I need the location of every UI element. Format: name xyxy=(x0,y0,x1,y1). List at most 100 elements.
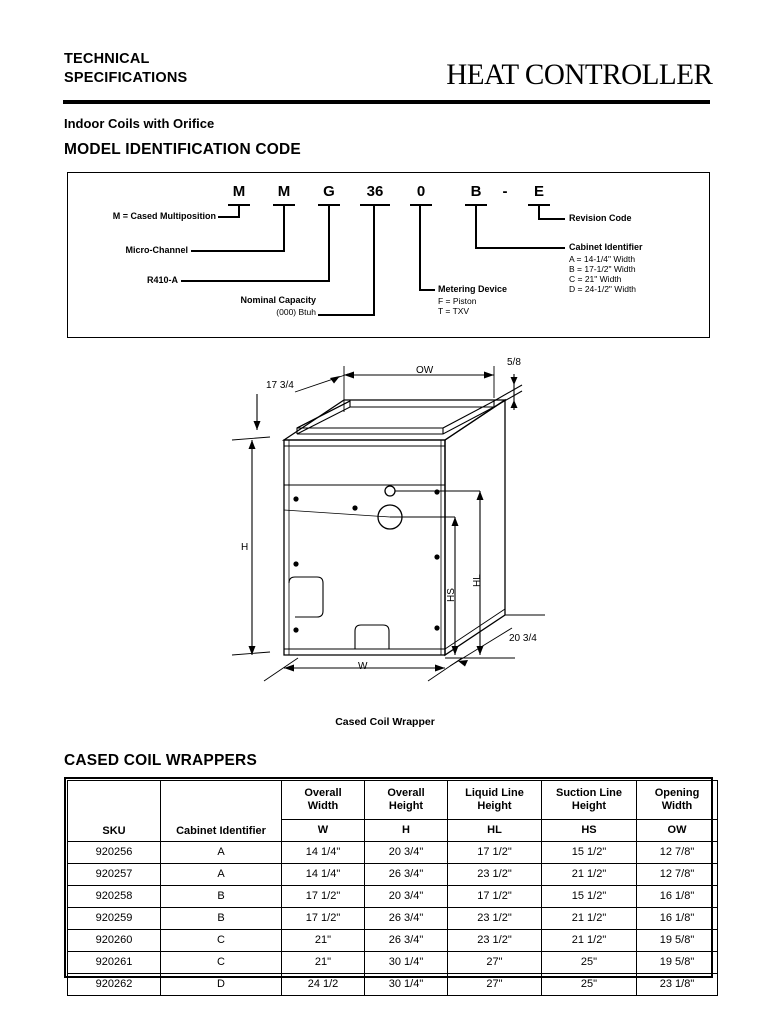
header-liquid-line-height-l1: Liquid Line xyxy=(465,786,524,799)
cabinet-bottom-rail-side xyxy=(444,608,506,650)
code-char-7: E xyxy=(533,183,544,200)
header-overall-width: Overall Width xyxy=(281,780,365,820)
cell-h: 26 3/4" xyxy=(364,907,448,930)
header-opening-width-l2: Width xyxy=(661,800,693,812)
cell-hl: 23 1/2" xyxy=(447,907,542,930)
code-char-3: 36 xyxy=(366,183,384,200)
cell-ow: 23 1/8" xyxy=(636,973,718,996)
leader-line-cabinet-v xyxy=(475,205,477,248)
header-opening-width: Opening Width xyxy=(636,780,718,820)
dim-arrow-w-right xyxy=(435,664,445,672)
header-symbol-w: W xyxy=(281,819,365,842)
brand-logo: HEAT CONTROLLER xyxy=(445,58,713,91)
header-symbol-hl: HL xyxy=(447,819,542,842)
cell-hs: 25" xyxy=(541,973,637,996)
header-symbol-ow: OW xyxy=(636,819,718,842)
dim-label-hl: HL xyxy=(472,574,483,587)
cell-cabinet: A xyxy=(160,841,282,864)
cell-h: 30 1/4" xyxy=(364,973,448,996)
cell-sku: 920259 xyxy=(67,907,161,930)
table-head: SKU Cabinet Identifier Overall Width Ove… xyxy=(67,780,718,842)
dim-label-w: W xyxy=(358,661,368,672)
knockout-bottom xyxy=(354,624,390,649)
cell-cabinet: D xyxy=(160,973,282,996)
dim-arrow-depth-top2 xyxy=(330,376,340,384)
cell-hl: 17 1/2" xyxy=(447,885,542,908)
leader-line-revision-v xyxy=(538,205,540,219)
cell-ow: 12 7/8" xyxy=(636,863,718,886)
dim-arrow-hs-bottom xyxy=(451,646,459,655)
dim-label-depth-side: 20 3/4 xyxy=(509,633,537,644)
label-cabinet-option-d: D = 24-1/2" Width xyxy=(569,284,637,294)
cell-cabinet: B xyxy=(160,907,282,930)
page-subtitle: Indoor Coils with Orifice xyxy=(64,116,215,131)
label-cabinet-identifier: Cabinet Identifier xyxy=(569,242,643,252)
cell-hl: 27" xyxy=(447,973,542,996)
cell-sku: 920256 xyxy=(67,841,161,864)
table-row: 920261 C 21" 30 1/4" 27" 25" 19 5/8" xyxy=(67,951,718,974)
cabinet-top-rim-right xyxy=(442,400,495,434)
leader-line-metering-h xyxy=(419,289,435,291)
dim-arrow-h-top xyxy=(248,440,256,449)
label-micro-channel: Micro-Channel xyxy=(125,245,188,255)
leader-line-metering-v xyxy=(419,205,421,290)
leader-line-microchannel-h xyxy=(191,250,285,252)
cell-sku: 920262 xyxy=(67,973,161,996)
dim-arrow-ow-right xyxy=(484,371,494,379)
cell-hs: 15 1/2" xyxy=(541,885,637,908)
label-nominal-capacity: Nominal Capacity xyxy=(240,295,316,305)
cell-ow: 16 1/8" xyxy=(636,885,718,908)
code-char-5: B xyxy=(470,183,482,200)
leader-line-r410a-v xyxy=(328,205,330,281)
dim-label-depth-top: 17 3/4 xyxy=(266,380,294,391)
cell-w: 21" xyxy=(281,929,365,952)
code-char-1: M xyxy=(277,183,291,200)
cabinet-front-face xyxy=(283,439,446,656)
code-underline-3 xyxy=(360,204,390,206)
cell-ow: 19 5/8" xyxy=(636,929,718,952)
table-row: 920262 D 24 1/2 30 1/4" 27" 25" 23 1/8" xyxy=(67,973,718,996)
dim-arrow-depth-side xyxy=(458,660,468,667)
cell-w: 21" xyxy=(281,951,365,974)
cell-h: 20 3/4" xyxy=(364,885,448,908)
code-underline-4 xyxy=(410,204,432,206)
section-title-model-id: MODEL IDENTIFICATION CODE xyxy=(64,141,301,158)
table-row: 920256 A 14 1/4" 20 3/4" 17 1/2" 15 1/2"… xyxy=(67,841,718,864)
dim-arrow-flange-bottom xyxy=(510,400,518,408)
leader-line-microchannel-v xyxy=(283,205,285,251)
cell-hs: 21 1/2" xyxy=(541,929,637,952)
cell-w: 14 1/4" xyxy=(281,841,365,864)
dim-arrow-ow-left xyxy=(344,371,354,379)
label-r410a: R410-A xyxy=(146,275,178,285)
dim-arrow-w-left xyxy=(284,664,294,672)
cell-hl: 27" xyxy=(447,951,542,974)
header-overall-height-l1: Overall xyxy=(387,786,425,799)
header-symbol-h: H xyxy=(364,819,448,842)
dim-arrow-flange-top xyxy=(510,377,518,385)
cell-sku: 920258 xyxy=(67,885,161,908)
dim-ext-depth-side xyxy=(449,627,513,667)
dim-label-flange: 5/8 xyxy=(507,357,521,368)
cell-w: 24 1/2 xyxy=(281,973,365,996)
code-char-6: - xyxy=(502,183,508,200)
leader-line-multiposition-v xyxy=(238,205,240,217)
fastener-dot-5 xyxy=(434,489,440,495)
table-row: 920260 C 21" 26 3/4" 23 1/2" 21 1/2" 19 … xyxy=(67,929,718,952)
cell-sku: 920260 xyxy=(67,929,161,952)
cell-ow: 19 5/8" xyxy=(636,951,718,974)
cabinet-top-rim-left xyxy=(296,400,351,434)
cell-hs: 21 1/2" xyxy=(541,863,637,886)
fastener-dot-2 xyxy=(293,561,299,567)
cell-hl: 17 1/2" xyxy=(447,841,542,864)
cell-cabinet: C xyxy=(160,929,282,952)
header-liquid-line-height-l2: Height xyxy=(477,800,512,812)
cell-hl: 23 1/2" xyxy=(447,863,542,886)
cell-h: 26 3/4" xyxy=(364,863,448,886)
fastener-dot-4 xyxy=(352,505,358,511)
label-cabinet-option-c: C = 21" Width xyxy=(569,274,622,284)
knockout-left xyxy=(288,576,324,618)
header-overall-width-l1: Overall xyxy=(304,786,342,799)
header-overall-height-l2: Height xyxy=(388,800,424,812)
dim-arrow-h-bottom xyxy=(248,646,256,655)
